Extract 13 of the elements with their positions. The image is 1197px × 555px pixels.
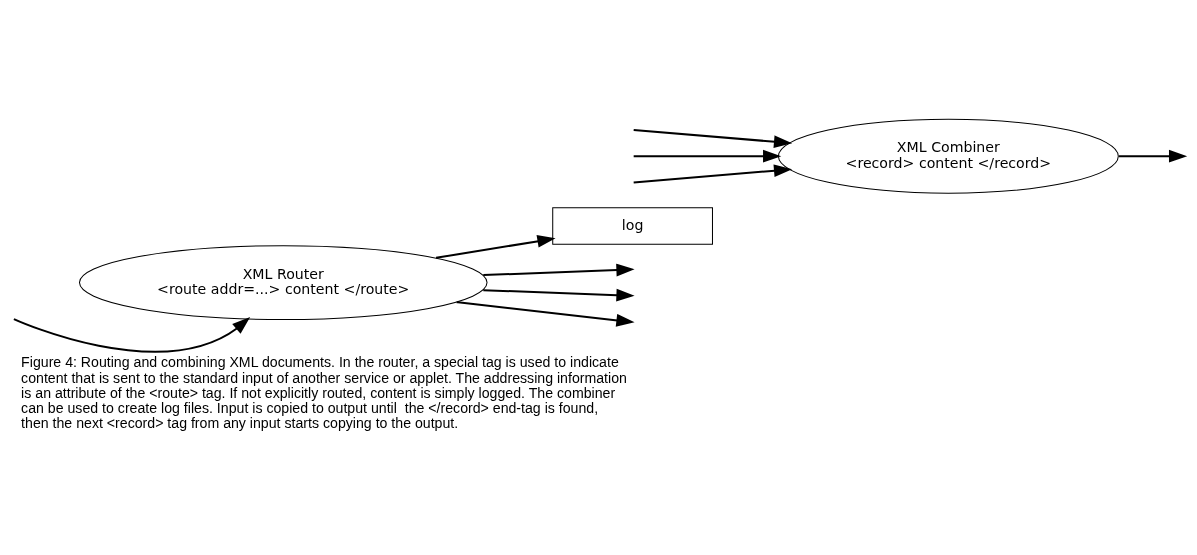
arrow bbox=[456, 301, 635, 327]
node-ellipse: XML Router <route addr=...> content </route> bbox=[78, 245, 488, 321]
arrow bbox=[633, 149, 781, 163]
arrow bbox=[435, 235, 556, 259]
arrow bbox=[482, 263, 635, 277]
arrow bbox=[633, 164, 792, 184]
arrow bbox=[1118, 149, 1187, 163]
node-ellipse: XML Combiner <record> content </record> bbox=[777, 118, 1119, 194]
node-box: log bbox=[551, 207, 713, 245]
arrow bbox=[482, 288, 635, 302]
caption: Figure 4: Routing and combining XML documents. In the router, a special tag is used to indicate content that is sent to the standard input of another service or applet. The addressing information is an attribute of the <route> tag. If not explicitly routed, content is simply logged. The combiner can be used to create log files. Input is copied to output until the </record> end-tag is found, then the next <record> tag from any input starts copying to the output. bbox=[20, 354, 627, 432]
arrow bbox=[13, 317, 250, 353]
arrow bbox=[633, 128, 792, 149]
